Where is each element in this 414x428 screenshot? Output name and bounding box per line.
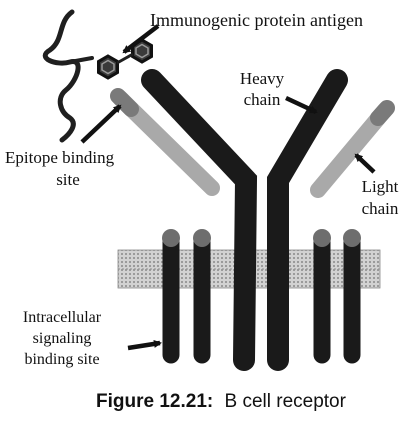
antigen-ring-bond xyxy=(116,52,134,65)
label-intracellular-2: signaling xyxy=(33,330,92,347)
label-intracellular-3: binding site xyxy=(24,351,99,368)
label-heavy-chain-2: chain xyxy=(244,90,281,109)
arrow-antigen xyxy=(122,24,160,54)
heavy-chains xyxy=(141,69,348,371)
epitope-tip-left xyxy=(110,88,139,117)
antigen-ring-1-inner xyxy=(101,59,115,75)
label-light-chain-1: Light xyxy=(362,177,399,196)
signal-knob-1 xyxy=(162,229,180,247)
label-antigen: Immunogenic protein antigen xyxy=(150,10,363,30)
figure-caption: Figure 12.21: B cell receptor xyxy=(96,391,347,412)
arrow-heavy-chain xyxy=(285,95,318,115)
signaling-molecules xyxy=(162,229,361,364)
heavy-chain-right xyxy=(267,69,348,371)
antigen-link xyxy=(68,56,94,64)
antigen-polypeptide-chain xyxy=(42,9,81,143)
arrow-intracellular xyxy=(127,339,162,351)
label-light-chain-2: chain xyxy=(362,199,399,218)
epitope-binding-sites xyxy=(110,88,395,126)
label-heavy-chain-1: Heavy xyxy=(240,69,285,88)
label-intracellular-1: Intracellular xyxy=(23,309,102,326)
arrow-light-chain xyxy=(354,153,376,174)
signal-knob-4 xyxy=(343,229,361,247)
signal-knob-2 xyxy=(193,229,211,247)
epitope-tip-right xyxy=(370,100,395,126)
label-epitope-2: site xyxy=(56,170,80,189)
heavy-chain-left xyxy=(141,69,258,371)
figure-caption-text: B cell receptor xyxy=(225,391,347,412)
antigen-ring-2-inner xyxy=(135,43,149,59)
protein-antigen xyxy=(42,9,153,143)
pointer-arrows xyxy=(80,24,376,351)
signal-knob-3 xyxy=(313,229,331,247)
label-epitope-1: Epitope binding xyxy=(5,148,115,167)
figure-number: Figure 12.21: xyxy=(96,391,213,412)
arrow-epitope xyxy=(80,104,122,144)
